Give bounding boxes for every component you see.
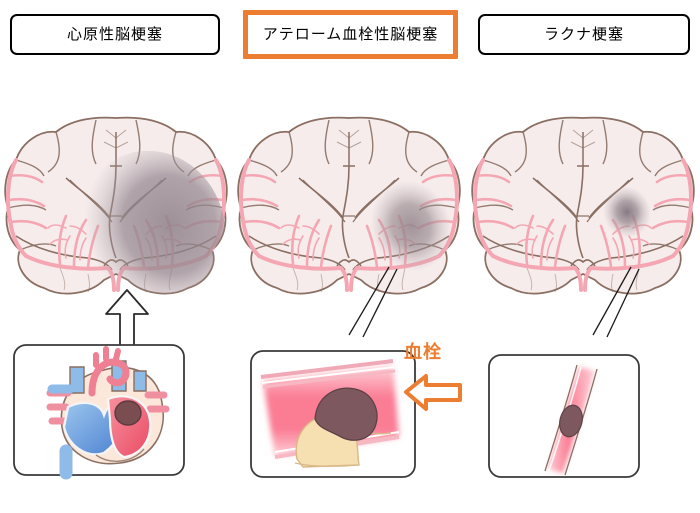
brain-illustration-lacunar xyxy=(467,108,700,298)
artery-cutaway xyxy=(260,359,400,468)
brain-fine-sulci xyxy=(292,267,406,293)
heart-illustration xyxy=(46,346,170,480)
leader-line-atherothrombotic xyxy=(348,266,398,338)
thrombus-mass xyxy=(314,387,378,441)
header-label-atherothrombotic: アテローム血栓性脳梗塞 xyxy=(262,25,439,43)
brain-midline-ventricles xyxy=(298,129,400,259)
infarct-lesion-large xyxy=(79,150,225,294)
header-box-lacunar[interactable]: ラクナ梗塞 xyxy=(478,14,690,55)
thrombus-callout-label: 血栓 xyxy=(404,342,442,363)
header-label-lacunar: ラクナ梗塞 xyxy=(543,25,624,43)
infarct-lesion-medium xyxy=(370,180,452,272)
inset-artery-plaque xyxy=(233,333,466,488)
lacunar-occlusion xyxy=(559,404,583,438)
leader-line-lacunar xyxy=(592,266,640,338)
brain-illustration-cardiogenic xyxy=(0,108,233,298)
brain-illustration-atherothrombotic xyxy=(233,108,466,298)
brain-sulci xyxy=(474,119,692,251)
inset-small-vessel xyxy=(467,333,700,488)
column-cardiogenic xyxy=(0,0,233,513)
header-box-atherothrombotic[interactable]: アテローム血栓性脳梗塞 xyxy=(243,10,458,59)
cardiac-thrombus xyxy=(114,400,142,426)
header-label-cardiogenic: 心原性脳梗塞 xyxy=(66,25,163,43)
column-lacunar xyxy=(467,0,700,513)
infarct-lesion-small xyxy=(602,186,652,238)
header-box-cardiogenic[interactable]: 心原性脳梗塞 xyxy=(10,14,220,55)
small-vessel xyxy=(544,364,598,476)
inset-heart xyxy=(0,333,233,488)
embolus-arrow-icon xyxy=(105,289,149,351)
column-atherothrombotic xyxy=(233,0,466,513)
thrombus-callout-arrow-icon xyxy=(404,374,462,411)
